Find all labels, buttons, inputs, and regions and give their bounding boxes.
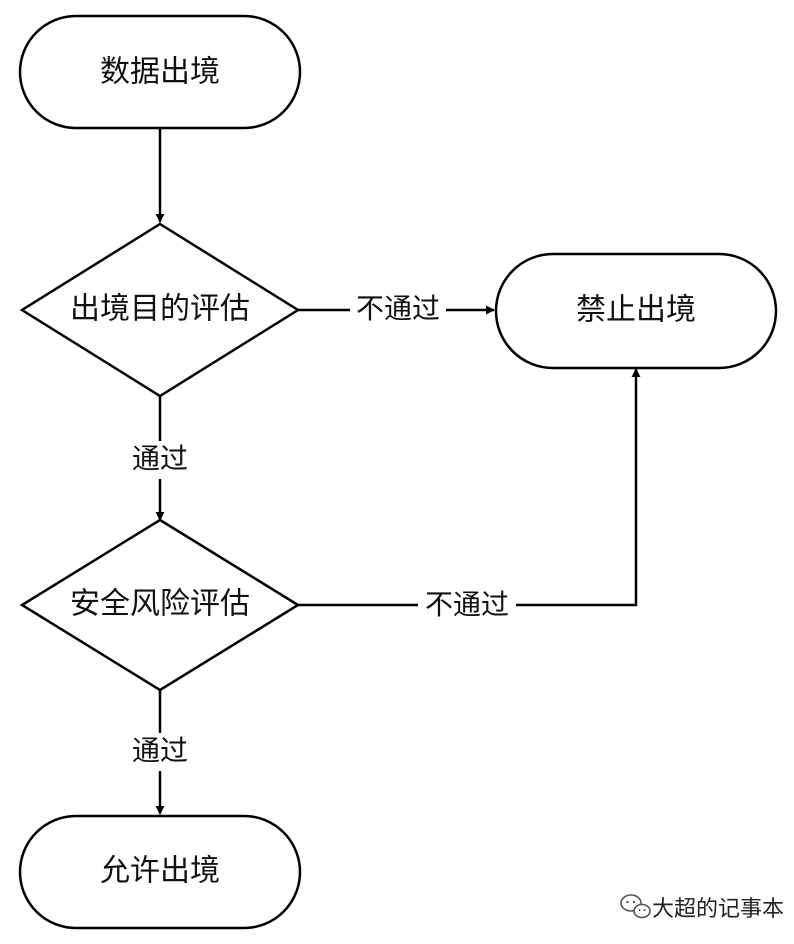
node-start-label: 数据出境 xyxy=(100,55,220,90)
edge-label-risk-pass-text: 通过 xyxy=(132,734,188,767)
node-purpose-check: 出境目的评估 xyxy=(19,222,301,398)
node-risk-check: 安全风险评估 xyxy=(19,518,301,692)
edge-label-purpose-fail-text: 不通过 xyxy=(356,292,440,325)
node-forbid: 禁止出境 xyxy=(494,252,778,370)
node-start: 数据出境 xyxy=(18,14,302,130)
edge-label-purpose-pass: 通过 xyxy=(126,441,194,479)
edge-risk-to-forbid xyxy=(298,368,641,607)
edge-label-purpose-pass-text: 通过 xyxy=(132,442,188,475)
node-risk-check-label: 安全风险评估 xyxy=(70,587,250,622)
edge-label-risk-pass: 通过 xyxy=(126,733,194,771)
node-purpose-check-label: 出境目的评估 xyxy=(70,292,250,327)
edge-label-risk-fail-text: 不通过 xyxy=(425,588,509,621)
node-forbid-label: 禁止出境 xyxy=(576,293,696,328)
watermark-text: 大超的记事本 xyxy=(652,897,784,922)
edge-label-purpose-fail: 不通过 xyxy=(350,292,446,328)
node-allow-label: 允许出境 xyxy=(100,854,220,889)
node-allow: 允许出境 xyxy=(18,814,302,930)
watermark: 大超的记事本 xyxy=(620,894,784,922)
wechat-icon xyxy=(620,894,651,919)
edge-label-risk-fail: 不通过 xyxy=(418,588,516,624)
